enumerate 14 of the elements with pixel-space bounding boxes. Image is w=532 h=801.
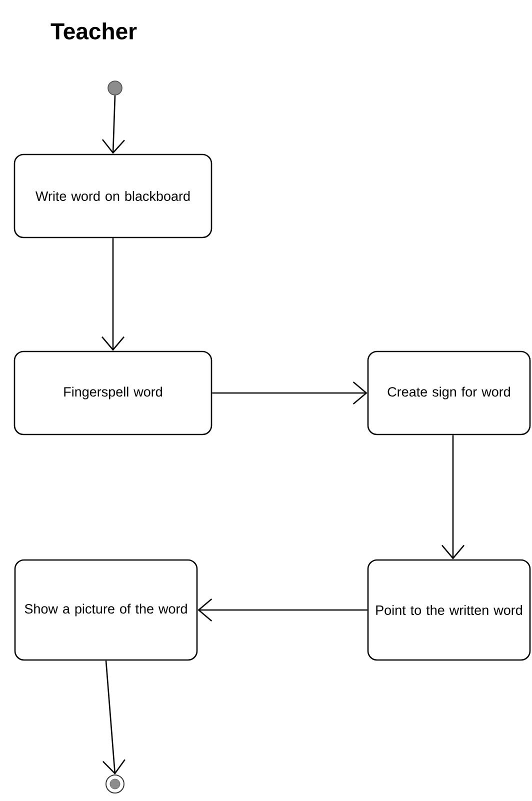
arrow [102,95,125,154]
arrow [102,660,126,774]
arrow [102,238,124,351]
arrow [198,598,368,622]
action-box: Create sign for word [367,350,531,436]
start-node [108,80,122,96]
action-box: Fingerspell word [14,350,212,436]
arrow [212,382,368,404]
action-box: Write word on blackboard [14,154,212,238]
action-box: Point to the written word [367,559,531,661]
arrow [442,435,464,560]
action-box: Show a picture of the word [14,559,198,661]
end-node [106,774,124,794]
title: Teacher [50,22,137,40]
